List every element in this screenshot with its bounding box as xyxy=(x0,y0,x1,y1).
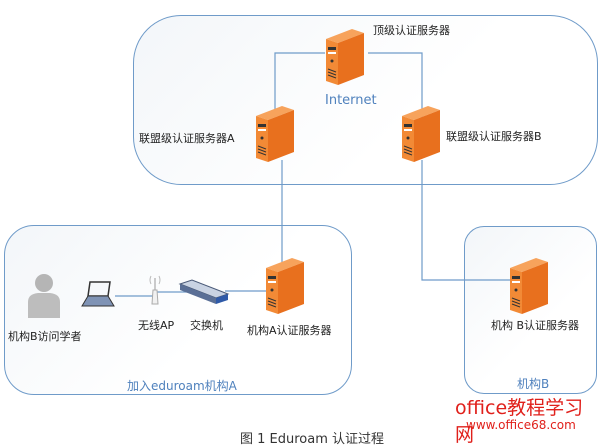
top-server-icon xyxy=(326,29,364,85)
fed-server-b-label: 联盟级认证服务器B xyxy=(446,130,542,143)
inst-a-server-icon xyxy=(266,258,304,314)
fed-server-a-icon xyxy=(256,106,294,162)
inst-a-server-label: 机构A认证服务器 xyxy=(247,324,332,337)
top-server-label: 顶级认证服务器 xyxy=(373,24,450,37)
switch-icon xyxy=(178,279,230,304)
inst-b-server-label: 机构 B认证服务器 xyxy=(491,319,580,332)
institution-a-region xyxy=(4,225,352,395)
institution-a-label: 加入eduroam机构A xyxy=(127,379,237,393)
visitor-label: 机构B访问学者 xyxy=(8,330,82,343)
link-top-to-fed-a xyxy=(274,52,325,110)
institution-b-label: 机构B xyxy=(517,377,550,391)
fed-server-b-icon xyxy=(402,106,440,162)
watermark-title: office教程学习网 xyxy=(455,397,584,446)
switch-label: 交换机 xyxy=(190,319,223,332)
link-top-to-fed-b xyxy=(368,52,423,118)
visitor-user-icon xyxy=(28,274,60,318)
wireless-ap-label: 无线AP xyxy=(138,319,175,332)
watermark-url: www.office68.com xyxy=(466,418,576,432)
figure-caption: 图 1 Eduroam 认证过程 xyxy=(240,432,385,447)
wireless-ap-icon xyxy=(149,275,161,305)
link-fed-b-to-inst-b xyxy=(421,160,510,281)
laptop-icon xyxy=(81,281,115,307)
internet-region xyxy=(133,15,598,185)
internet-label: Internet xyxy=(325,93,377,108)
fed-server-a-label: 联盟级认证服务器A xyxy=(139,132,235,145)
inst-b-server-icon xyxy=(510,258,548,314)
